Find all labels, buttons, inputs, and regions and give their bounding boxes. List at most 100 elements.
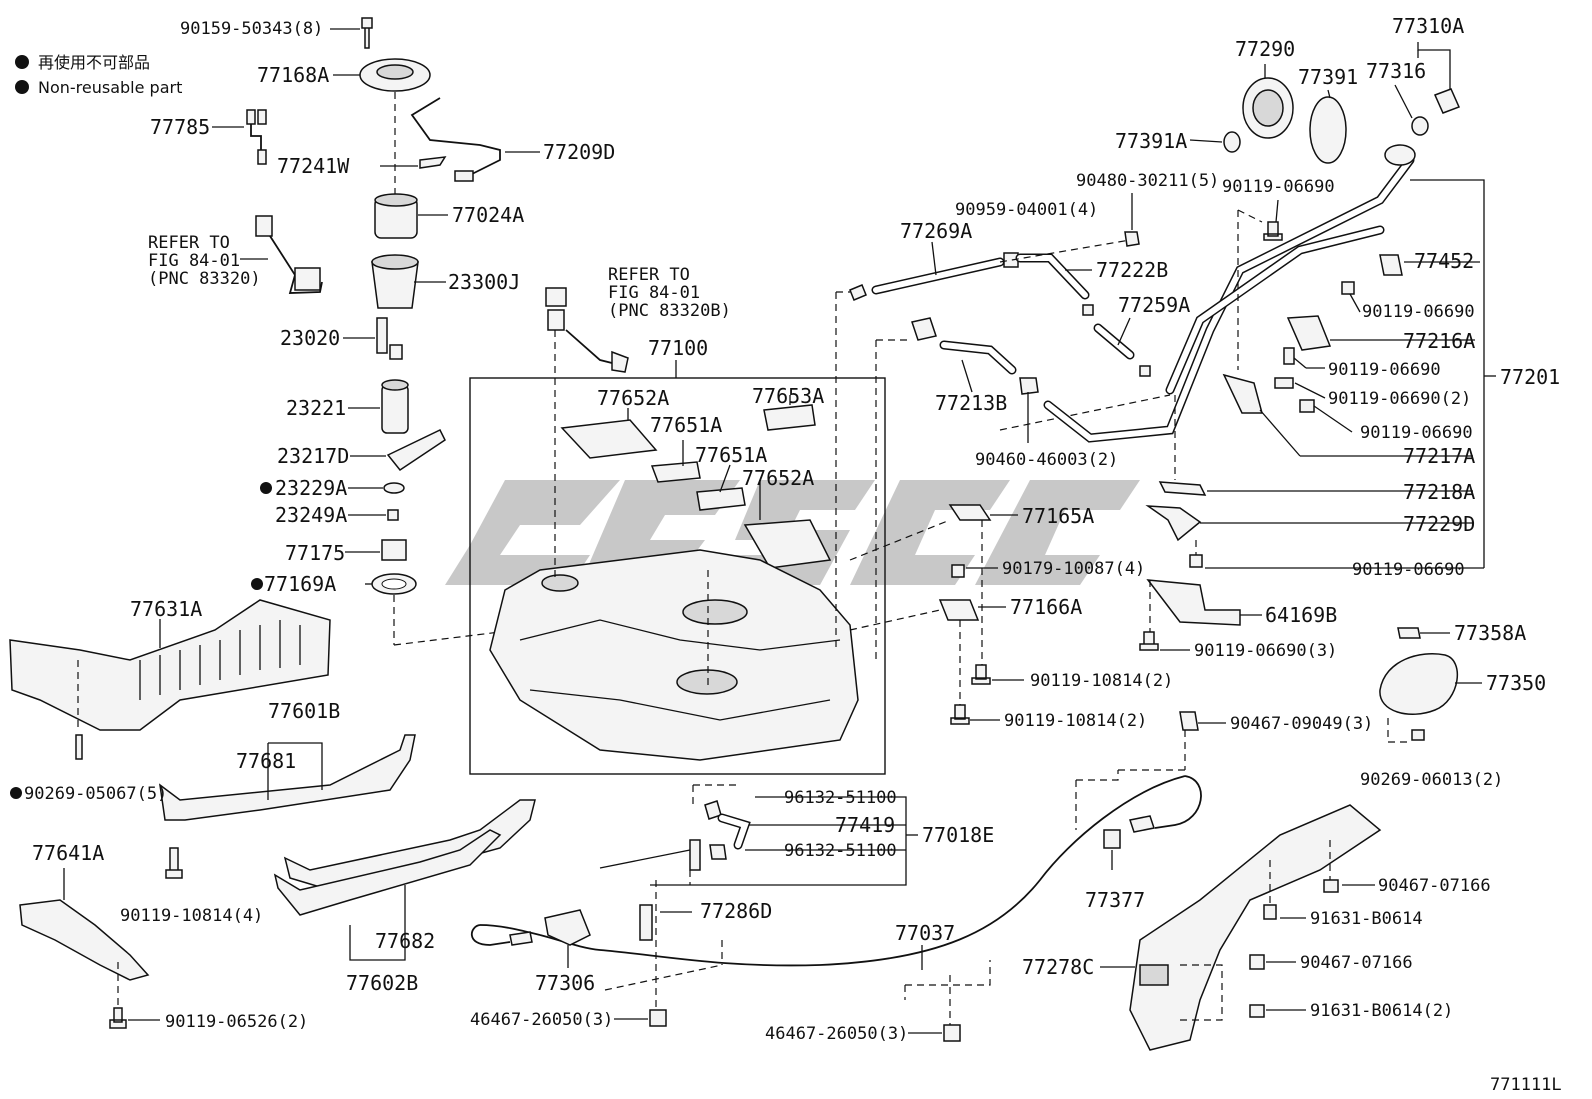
clamp-icon xyxy=(639,904,653,941)
label-77100: 77100 xyxy=(648,336,708,360)
label-90480-30211: 90480-30211(5) xyxy=(1076,171,1219,191)
label-77201: 77201 xyxy=(1500,365,1560,389)
label-77269A: 77269A xyxy=(900,219,972,243)
cable-clips xyxy=(904,945,991,1042)
fuel-tank-group xyxy=(469,287,886,775)
label-77222B: 77222B xyxy=(1096,258,1168,282)
label-77652A-2: 77652A xyxy=(742,466,814,490)
label-77216A: 77216A xyxy=(1403,329,1475,353)
non-reusable-bullet-icon xyxy=(10,787,22,799)
label-77452: 77452 xyxy=(1414,249,1474,273)
clip-pin-icon xyxy=(75,734,83,760)
bolt-icon xyxy=(1283,347,1295,365)
label-77278C: 77278C xyxy=(1022,955,1094,979)
label-77169A: 77169A xyxy=(264,572,336,596)
label-90119-06690-e: 90119-06690 xyxy=(1360,423,1473,443)
bolt-icon xyxy=(1263,904,1277,920)
filler-protector xyxy=(1100,804,1382,1051)
gasket-ring-icon xyxy=(1309,96,1347,164)
label-77218A: 77218A xyxy=(1403,480,1475,504)
label-23020: 23020 xyxy=(280,326,340,350)
label-77241W: 77241W xyxy=(277,154,350,178)
bullet-icon xyxy=(15,55,29,69)
bolt-icon xyxy=(1139,631,1159,651)
label-23229A: 23229A xyxy=(275,476,347,500)
label-77652A-1: 77652A xyxy=(597,386,669,410)
bolt-icon xyxy=(109,1007,127,1029)
cap-icon xyxy=(1433,88,1461,114)
fuel-pump-icon xyxy=(381,384,409,434)
pad-icon xyxy=(650,461,701,483)
label-64169B: 64169B xyxy=(1265,603,1337,627)
label-77229D: 77229D xyxy=(1403,512,1475,536)
sender-icon xyxy=(255,215,273,237)
label-77785: 77785 xyxy=(150,115,210,139)
label-90467-09049: 90467-09049(3) xyxy=(1230,714,1373,734)
label-90119-06690-f: 90119-06690 xyxy=(1352,560,1465,580)
pad-icon xyxy=(696,487,746,511)
label-77175: 77175 xyxy=(285,541,345,565)
bolt-icon xyxy=(950,704,970,725)
clip-icon xyxy=(1124,231,1140,247)
label-90119-06526: 90119-06526(2) xyxy=(165,1012,308,1032)
label-77286D: 77286D xyxy=(700,899,772,923)
bolt-icon xyxy=(1274,377,1294,389)
label-23249A: 23249A xyxy=(275,503,347,527)
label-77166A: 77166A xyxy=(1010,595,1082,619)
label-77602B: 77602B xyxy=(346,971,418,995)
legend: 再使用不可部品 Non-reusable part xyxy=(15,53,182,97)
tank-brackets xyxy=(849,504,1262,725)
bolt-icon xyxy=(1341,281,1355,295)
bullet-icon xyxy=(15,80,29,94)
o-ring-icon xyxy=(1223,131,1241,153)
label-90119-06690-3: 90119-06690(3) xyxy=(1194,641,1337,661)
label-77641A: 77641A xyxy=(32,841,104,865)
non-reusable-bullet-icon xyxy=(260,482,272,494)
label-77391: 77391 xyxy=(1298,65,1358,89)
o-ring-icon xyxy=(1411,116,1429,136)
clip-icon xyxy=(1082,304,1094,316)
part-labels: 90159-50343(8) 77168A 77785 77241W 77209… xyxy=(24,14,1562,1095)
label-77377: 77377 xyxy=(1085,888,1145,912)
clip-icon xyxy=(709,844,727,860)
legend-english: Non-reusable part xyxy=(38,78,182,97)
clip-icon xyxy=(1179,711,1199,731)
label-90119-10814-b: 90119-10814(2) xyxy=(1004,711,1147,731)
label-77290: 77290 xyxy=(1235,37,1295,61)
label-90269-06013: 90269-06013(2) xyxy=(1360,770,1503,790)
bracket-icon xyxy=(938,599,980,621)
legend-japanese: 再使用不可部品 xyxy=(38,53,150,72)
label-77310A: 77310A xyxy=(1392,14,1464,38)
label-77350: 77350 xyxy=(1486,671,1546,695)
clip-icon xyxy=(1158,481,1207,496)
figure-number: 771111L xyxy=(1490,1075,1562,1095)
label-refer-to-2: REFER TO xyxy=(608,265,690,285)
label-90959-04001: 90959-04001(4) xyxy=(955,200,1098,220)
label-77682: 77682 xyxy=(375,929,435,953)
label-23300J: 23300J xyxy=(448,270,520,294)
fuel-sender-icon xyxy=(545,287,567,307)
label-77165A: 77165A xyxy=(1022,504,1094,528)
label-90467-07166-b: 90467-07166 xyxy=(1300,953,1413,973)
label-90119-06690-c: 90119-06690 xyxy=(1328,360,1441,380)
label-46467-26050-a: 46467-26050(3) xyxy=(470,1010,613,1030)
label-77391A: 77391A xyxy=(1115,129,1187,153)
filler-pipe xyxy=(1043,42,1496,569)
label-fig-2: FIG 84-01 xyxy=(608,283,700,303)
bolt-icon xyxy=(1189,554,1203,568)
vent-hoses xyxy=(835,193,1171,660)
gasket-icon xyxy=(386,429,446,472)
connector-icon xyxy=(1129,815,1155,833)
clip-icon xyxy=(649,1009,667,1027)
screw-icon xyxy=(1411,729,1425,741)
label-90179-10087: 90179-10087(4) xyxy=(1002,559,1145,579)
bolt-icon xyxy=(1249,1004,1265,1018)
bolt-icon xyxy=(971,664,991,685)
fuel-pump-assembly xyxy=(212,17,540,646)
clamp-icon xyxy=(1379,254,1403,276)
clip-icon xyxy=(419,156,447,169)
label-91631-B0614-a: 91631-B0614 xyxy=(1310,909,1423,929)
clip-icon xyxy=(1397,627,1421,639)
label-90119-06690-b: 90119-06690 xyxy=(1362,302,1475,322)
